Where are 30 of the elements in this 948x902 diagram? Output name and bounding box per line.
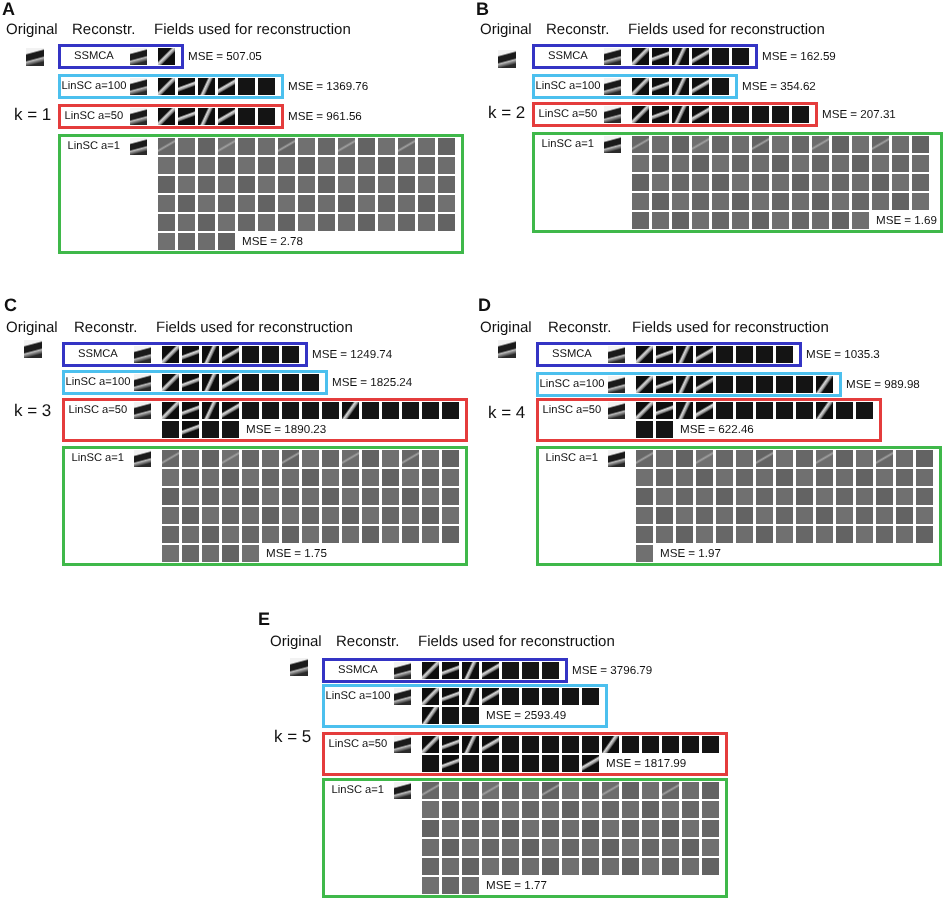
method-box — [322, 778, 728, 898]
method-box — [58, 104, 284, 129]
k-label: k = 4 — [488, 404, 526, 421]
method-box — [62, 398, 468, 442]
method-box — [536, 342, 802, 367]
method-box — [536, 446, 942, 566]
panel-letter: B — [476, 0, 489, 18]
method-box — [62, 370, 328, 395]
method-box — [58, 134, 464, 254]
k-label: k = 5 — [274, 728, 312, 745]
method-box — [322, 732, 728, 776]
panel-letter: C — [4, 296, 17, 314]
method-box — [532, 44, 758, 69]
method-box — [58, 44, 184, 69]
method-box — [536, 398, 882, 442]
method-box — [62, 446, 468, 566]
method-box — [62, 342, 308, 367]
k-label: k = 1 — [14, 106, 52, 123]
panel-letter: A — [2, 0, 15, 18]
method-box — [532, 132, 943, 233]
method-box — [532, 74, 738, 99]
method-box — [536, 372, 842, 397]
method-box — [58, 74, 284, 99]
k-label: k = 3 — [14, 402, 52, 419]
panel-letter: D — [478, 296, 491, 314]
method-box — [322, 684, 608, 728]
method-box — [322, 658, 568, 683]
k-label: k = 2 — [488, 104, 526, 121]
method-box — [532, 102, 818, 127]
panel-letter: E — [258, 610, 270, 628]
